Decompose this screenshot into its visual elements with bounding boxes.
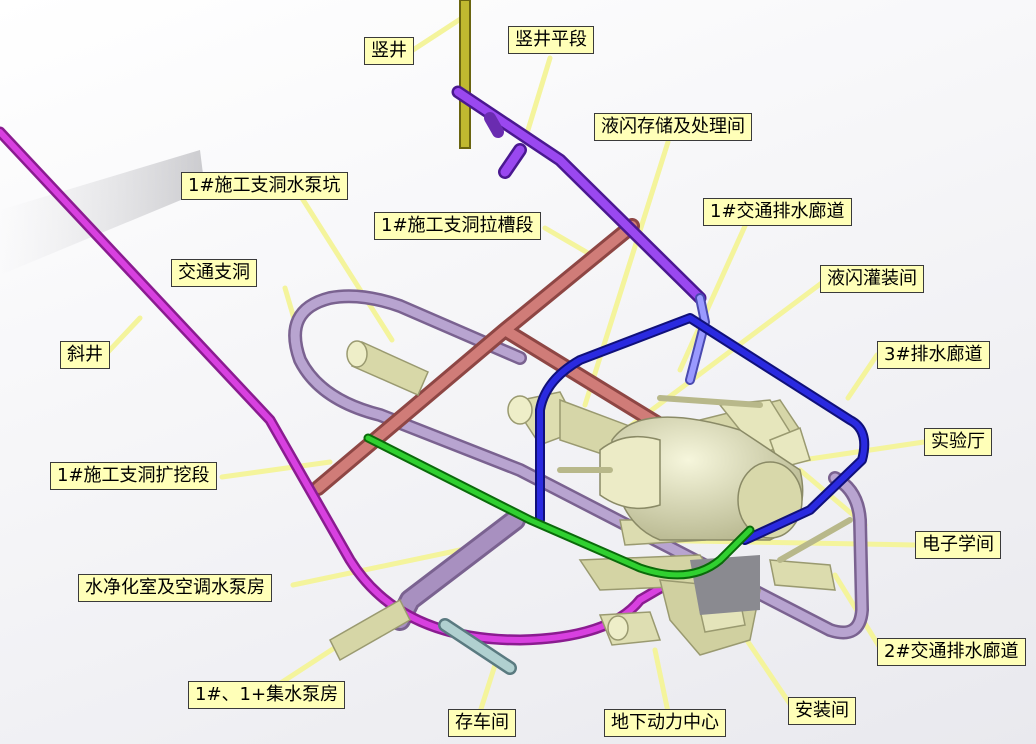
- background-shadow: [0, 150, 205, 275]
- shaft-flat: [451, 85, 707, 305]
- label-drainage-gallery-2: 2#交通排水廊道: [877, 638, 1026, 666]
- label-water-purification: 水净化室及空调水泵房: [78, 574, 272, 602]
- label-construction-trench: 1#施工支洞拉槽段: [374, 212, 541, 240]
- electronics-tunnel: [363, 433, 755, 580]
- label-scintillator-filling: 液闪灌装间: [820, 265, 924, 293]
- label-parking: 存车间: [448, 709, 516, 737]
- label-vertical-shaft: 竖井: [364, 37, 414, 65]
- label-sump-pump: 1#、1+集水泵房: [188, 681, 346, 709]
- label-scintillator-storage: 液闪存储及处理间: [594, 113, 752, 141]
- label-assembly-room: 安装间: [788, 697, 856, 725]
- pump-pit: [346, 340, 429, 396]
- traffic-tunnel: [288, 289, 869, 640]
- drainage-gallery-3: [535, 313, 870, 545]
- vertical-shaft: [459, 0, 471, 149]
- label-power-center: 地下动力中心: [604, 709, 726, 737]
- label-construction-expansion: 1#施工支洞扩挖段: [50, 462, 217, 490]
- label-electronics-room: 电子学间: [915, 531, 1001, 559]
- construction-tunnel: [310, 218, 676, 496]
- label-incline-shaft: 斜井: [60, 341, 110, 369]
- label-traffic-tunnel: 交通支洞: [171, 259, 257, 287]
- label-pump-pit: 1#施工支洞水泵坑: [181, 172, 348, 200]
- label-vertical-shaft-flat: 竖井平段: [508, 26, 594, 54]
- label-drainage-gallery-1: 1#交通排水廊道: [703, 198, 852, 226]
- label-drainage-gallery-3: 3#排水廊道: [877, 341, 990, 369]
- hall-rails: [557, 395, 853, 563]
- parking-spur: [438, 618, 517, 675]
- label-experiment-hall: 实验厅: [924, 428, 992, 456]
